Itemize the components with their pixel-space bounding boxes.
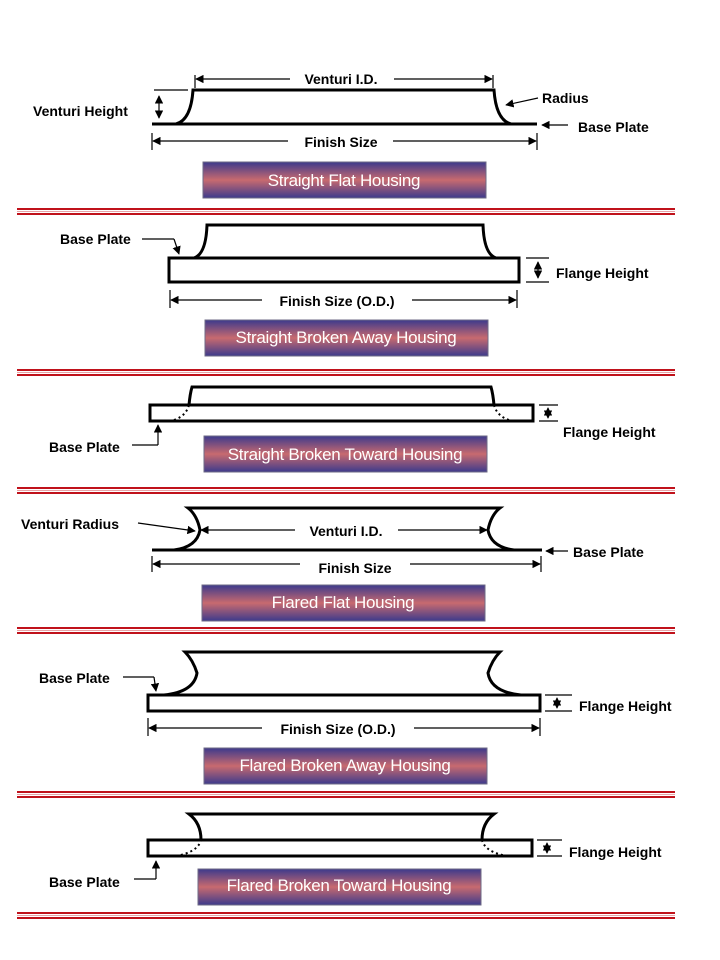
venturi-profile <box>187 385 496 406</box>
caption-box <box>202 161 487 199</box>
venturi-id-label: Venturi I.D. <box>309 523 382 539</box>
hidden-radius <box>175 839 202 857</box>
hidden-radius <box>493 404 510 421</box>
flange-height-label: Flange Height <box>563 424 656 440</box>
base-plate-label: Base Plate <box>49 439 120 455</box>
caption-title: Flared Broken Away Housing <box>239 756 450 775</box>
venturi-profile <box>184 812 499 841</box>
caption-box <box>197 868 482 906</box>
panel-straight-flat: Venturi I.D. Venturi Height Radius Base … <box>33 71 649 199</box>
caption-title: Straight Broken Toward Housing <box>228 445 463 464</box>
finish-size-label: Finish Size <box>304 134 377 150</box>
flange-plate <box>148 403 535 423</box>
venturi-profile <box>163 650 522 697</box>
divider <box>17 627 675 634</box>
caption-title: Straight Flat Housing <box>268 171 420 190</box>
flange-height-label: Flange Height <box>569 844 662 860</box>
flange-plate <box>167 256 521 284</box>
venturi-height-label: Venturi Height <box>33 103 128 119</box>
base-plate-label: Base Plate <box>39 670 110 686</box>
caption-title: Flared Flat Housing <box>272 593 415 612</box>
finish-size-label: Finish Size (O.D.) <box>280 721 395 737</box>
caption-box <box>201 584 486 622</box>
flange-height-label: Flange Height <box>556 265 649 281</box>
venturi-radius-leader <box>137 522 196 535</box>
divider <box>17 912 675 919</box>
base-plate-label: Base Plate <box>49 874 120 890</box>
panel-straight-broken-away: Base Plate Flange Height Finish Size (O.… <box>60 223 649 357</box>
caption-title: Straight Broken Away Housing <box>236 328 457 347</box>
hidden-radius <box>173 404 190 421</box>
radius-leader <box>505 97 539 108</box>
venturi-profile <box>175 88 512 126</box>
divider <box>17 208 675 215</box>
flange-plate <box>146 693 542 713</box>
caption-box <box>204 319 489 357</box>
divider <box>17 369 675 376</box>
venturi-profile <box>193 223 497 260</box>
flange-height-label: Flange Height <box>579 698 672 714</box>
panel-straight-broken-toward: Base Plate Flange Height Straight Broken… <box>49 385 656 473</box>
caption-box <box>203 747 488 785</box>
panel-flared-broken-toward: Base Plate Flange Height Flared Broken T… <box>49 812 662 906</box>
divider <box>17 487 675 494</box>
panel-flared-broken-away: Base Plate Flange Height Finish Size (O.… <box>39 650 672 785</box>
flange-plate <box>146 838 534 858</box>
base-plate-label: Base Plate <box>578 119 649 135</box>
hidden-radius <box>481 839 508 857</box>
venturi-id-label: Venturi I.D. <box>304 71 377 87</box>
base-plate-leader <box>172 238 181 255</box>
venturi-radius-label: Venturi Radius <box>21 516 119 532</box>
panel-flared-flat: Venturi Radius Venturi I.D. Base Plate F… <box>21 506 644 622</box>
caption-box <box>203 435 488 473</box>
radius-label: Radius <box>542 90 589 106</box>
finish-size-label: Finish Size <box>318 560 391 576</box>
base-plate-label: Base Plate <box>573 544 644 560</box>
finish-size-label: Finish Size (O.D.) <box>279 293 394 309</box>
base-plate-leader <box>150 676 160 692</box>
caption-title: Flared Broken Toward Housing <box>227 876 452 895</box>
divider <box>17 791 675 798</box>
base-plate-label: Base Plate <box>60 231 131 247</box>
venturi-profile <box>173 506 515 552</box>
